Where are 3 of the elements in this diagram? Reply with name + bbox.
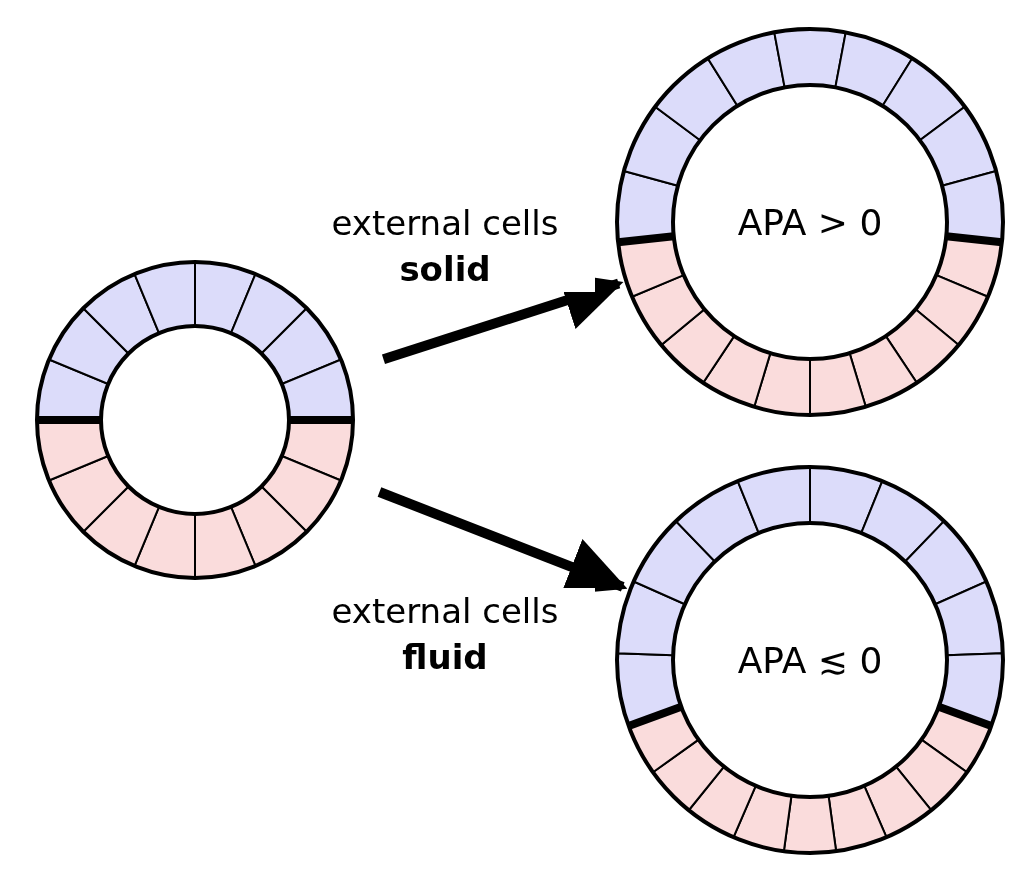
arrow bbox=[377, 487, 628, 595]
formula-label: APA > 0 bbox=[737, 201, 883, 243]
formula-label: APA ≲ 0 bbox=[737, 639, 883, 681]
